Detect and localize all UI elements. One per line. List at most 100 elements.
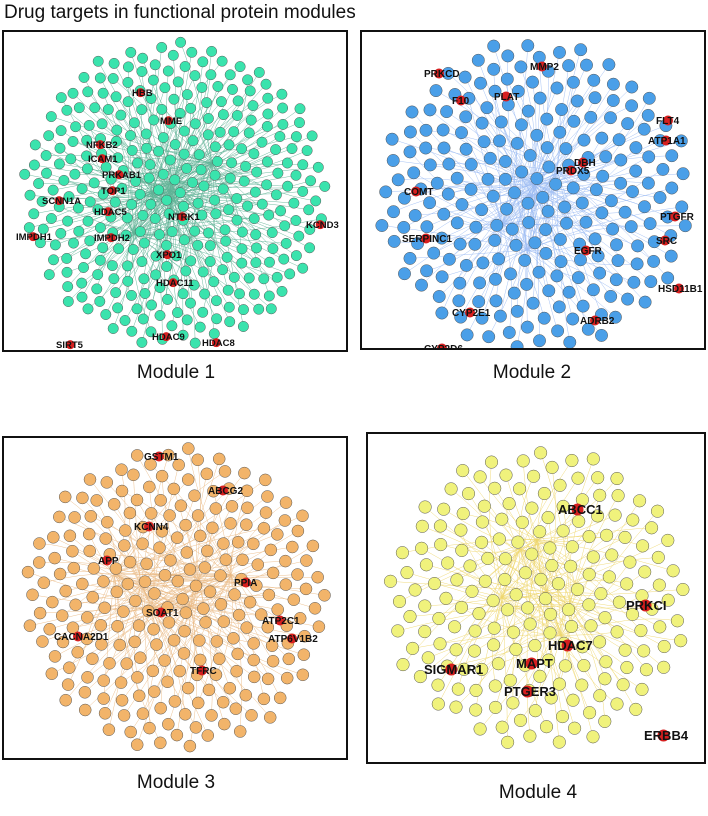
network-node [170, 531, 184, 544]
drug-target-marker [437, 343, 447, 348]
network-node [468, 237, 482, 251]
drug-target-label: SRC [656, 236, 677, 247]
drug-target-label: EGFR [574, 246, 603, 257]
network-node [534, 446, 548, 460]
network-node [566, 181, 580, 195]
network-node [143, 172, 155, 184]
network-node [495, 512, 509, 526]
network-node [650, 504, 665, 518]
drug-target-marker [660, 235, 670, 246]
network-node [676, 582, 690, 597]
network-node [32, 556, 46, 569]
network-node [100, 309, 112, 320]
network-node [475, 515, 489, 529]
network-node [70, 121, 82, 133]
network-node [266, 566, 280, 580]
network-node [504, 267, 517, 281]
network-node [226, 157, 238, 169]
network-node [431, 697, 445, 711]
drug-target-label: NFKB2 [86, 140, 118, 151]
network-node [550, 269, 564, 283]
network-node [91, 283, 103, 295]
network-node [267, 243, 279, 255]
network-node [564, 619, 579, 634]
network-node [464, 182, 478, 196]
network-node [137, 52, 149, 64]
network-node [449, 700, 463, 714]
network-node [641, 176, 655, 190]
network-node [108, 273, 120, 285]
drug-target-marker [106, 233, 116, 243]
network-node [418, 500, 432, 514]
network-node [565, 540, 579, 554]
network-node [437, 207, 451, 221]
drug-target-marker [156, 607, 166, 618]
network-node [637, 122, 651, 136]
network-node [94, 619, 108, 632]
network-node [236, 226, 248, 238]
network-node [78, 686, 92, 699]
network-node [647, 254, 661, 268]
drug-target-marker [162, 250, 172, 260]
network-node [147, 623, 160, 636]
network-node [174, 187, 186, 199]
network-node [391, 173, 405, 187]
network-node [634, 624, 648, 638]
drug-target-marker [211, 338, 221, 348]
network-node [189, 337, 201, 349]
network-node [421, 651, 435, 665]
network-node [487, 638, 501, 652]
network-node [204, 256, 216, 267]
network-node [595, 131, 609, 145]
network-node [76, 491, 89, 505]
network-node [130, 449, 144, 462]
network-node [125, 130, 136, 141]
network-node [209, 141, 221, 153]
network-node [523, 617, 537, 631]
network-node [657, 660, 671, 674]
network-node [606, 77, 620, 91]
network-node [523, 149, 537, 162]
network-node [161, 675, 174, 689]
network-node [159, 82, 171, 94]
network-node [81, 163, 93, 175]
network-node [231, 193, 243, 204]
network-node [166, 320, 178, 332]
network-node [265, 639, 279, 652]
network-node [488, 481, 502, 495]
network-node [296, 668, 310, 682]
network-node [102, 723, 116, 736]
network-node [542, 284, 556, 298]
network-node [105, 173, 117, 185]
network-node [178, 125, 190, 137]
network-node [43, 622, 56, 636]
network-node [210, 295, 222, 307]
network-node [164, 154, 176, 166]
network-node [120, 657, 133, 670]
network-node [553, 478, 567, 492]
network-node [196, 209, 208, 221]
network-node [153, 541, 166, 554]
network-node [473, 276, 487, 290]
network-node [476, 256, 490, 270]
network-node [227, 632, 240, 645]
network-node [192, 239, 204, 251]
network-node [81, 611, 94, 624]
network-node [501, 735, 515, 749]
network-node [76, 277, 88, 289]
network-node [254, 608, 268, 621]
network-node [148, 587, 161, 600]
network-node [591, 509, 605, 523]
network-node [162, 717, 175, 731]
network-node [541, 510, 555, 525]
drug-target-marker [445, 663, 458, 676]
network-node [575, 678, 589, 692]
drug-target-marker [411, 186, 421, 197]
network-node [247, 637, 260, 650]
network-node [279, 578, 293, 591]
